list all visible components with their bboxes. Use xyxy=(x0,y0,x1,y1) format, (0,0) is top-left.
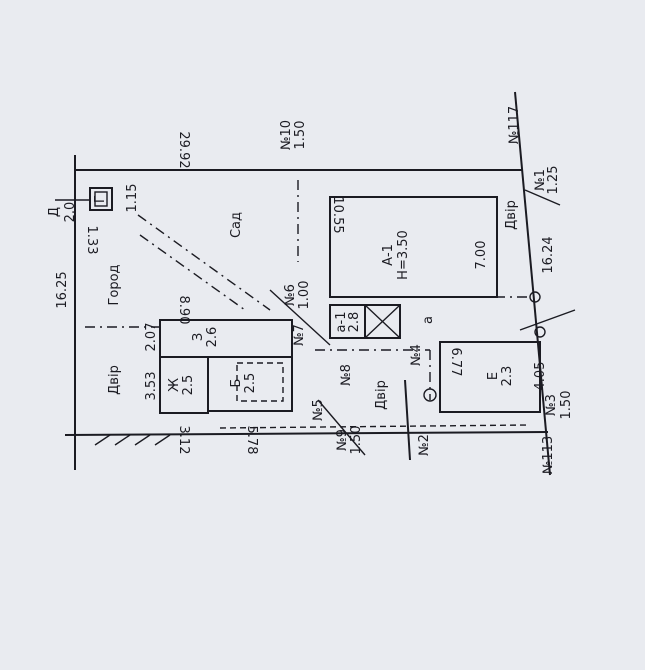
label-n2: №2 xyxy=(417,434,432,456)
building-z xyxy=(159,319,293,358)
gate-post xyxy=(529,291,541,303)
dim-8-90: 8.90 xyxy=(176,296,191,325)
label-n5: №5 xyxy=(311,399,326,421)
well xyxy=(423,388,437,402)
dash-dot-lines xyxy=(85,180,531,456)
label-n9: №9 xyxy=(335,429,350,451)
label-n3: №3 xyxy=(544,394,559,416)
building-b xyxy=(207,356,293,412)
label-n10-width: 1.50 xyxy=(293,121,308,150)
label-a: а xyxy=(421,316,436,324)
label-e-height: 2.3 xyxy=(500,366,515,387)
label-a1: А-1 xyxy=(381,244,396,266)
label-e: Е xyxy=(486,372,501,380)
label-gorod: Город xyxy=(107,264,122,305)
label-n1-width: 1.25 xyxy=(546,166,561,195)
boundary-hatching xyxy=(94,434,171,446)
label-n117: №117 xyxy=(507,106,522,144)
dim-16-25: 16.25 xyxy=(55,271,70,308)
label-a-1-height: 2.8 xyxy=(347,312,362,333)
dim-10-55: 10.55 xyxy=(330,196,345,233)
dim-1-15: 1.15 xyxy=(125,184,140,213)
dim-5-78: 5.78 xyxy=(244,426,259,455)
building-e xyxy=(439,341,541,413)
label-b-height: 2.5 xyxy=(243,373,258,394)
dim-16-24: 16.24 xyxy=(541,236,556,273)
label-n113: №113 xyxy=(541,436,556,474)
label-n9-width: 1.50 xyxy=(349,426,364,455)
dim-6-77: 6.77 xyxy=(448,348,463,377)
label-n6-width: 1.00 xyxy=(297,281,312,310)
dim-3-12: 3.12 xyxy=(176,426,191,455)
building-g-inner xyxy=(94,191,108,207)
label-z-height: 2.6 xyxy=(205,327,220,348)
label-d: Д xyxy=(47,207,62,217)
dim-2-07: 2.07 xyxy=(144,323,159,352)
porch-a xyxy=(364,304,401,339)
label-n7: №7 xyxy=(292,324,307,346)
lot-boundary xyxy=(55,91,576,476)
building-b-basement xyxy=(236,362,284,402)
label-n4: №4 xyxy=(409,344,424,366)
label-a-1: а-1 xyxy=(334,312,349,333)
label-a1-height: Н=3.50 xyxy=(396,230,411,280)
label-dvir-right: Двір xyxy=(504,200,519,230)
label-b: Б xyxy=(229,379,244,388)
labels: Д 2.0 16.25 1.33 Г 1.15 Город Сад 29.92 … xyxy=(47,106,574,474)
label-dvir-mid: Двір xyxy=(374,380,389,410)
label-n1: №1 xyxy=(533,169,548,191)
dim-7-00: 7.00 xyxy=(474,241,489,270)
gate-post xyxy=(534,326,546,338)
dim-4-05: 4.05 xyxy=(533,362,548,391)
label-sad: Сад xyxy=(229,212,244,238)
label-g: Г xyxy=(93,195,108,203)
dim-29-92: 29.92 xyxy=(176,131,191,168)
label-n10: №10 xyxy=(279,120,294,150)
label-dvir-left: Двір xyxy=(107,365,122,395)
dim-3-53: 3.53 xyxy=(144,372,159,401)
dim-1-33: 1.33 xyxy=(84,226,99,255)
building-a1 xyxy=(329,196,498,298)
label-n3-width: 1.50 xyxy=(559,391,574,420)
label-n6: №6 xyxy=(283,284,298,306)
label-zh: Ж xyxy=(167,378,182,392)
label-z: З xyxy=(191,333,206,341)
label-n8: №8 xyxy=(339,364,354,386)
building-g xyxy=(89,187,113,211)
label-d-height: 2.0 xyxy=(63,202,78,223)
label-zh-height: 2.5 xyxy=(181,375,196,396)
